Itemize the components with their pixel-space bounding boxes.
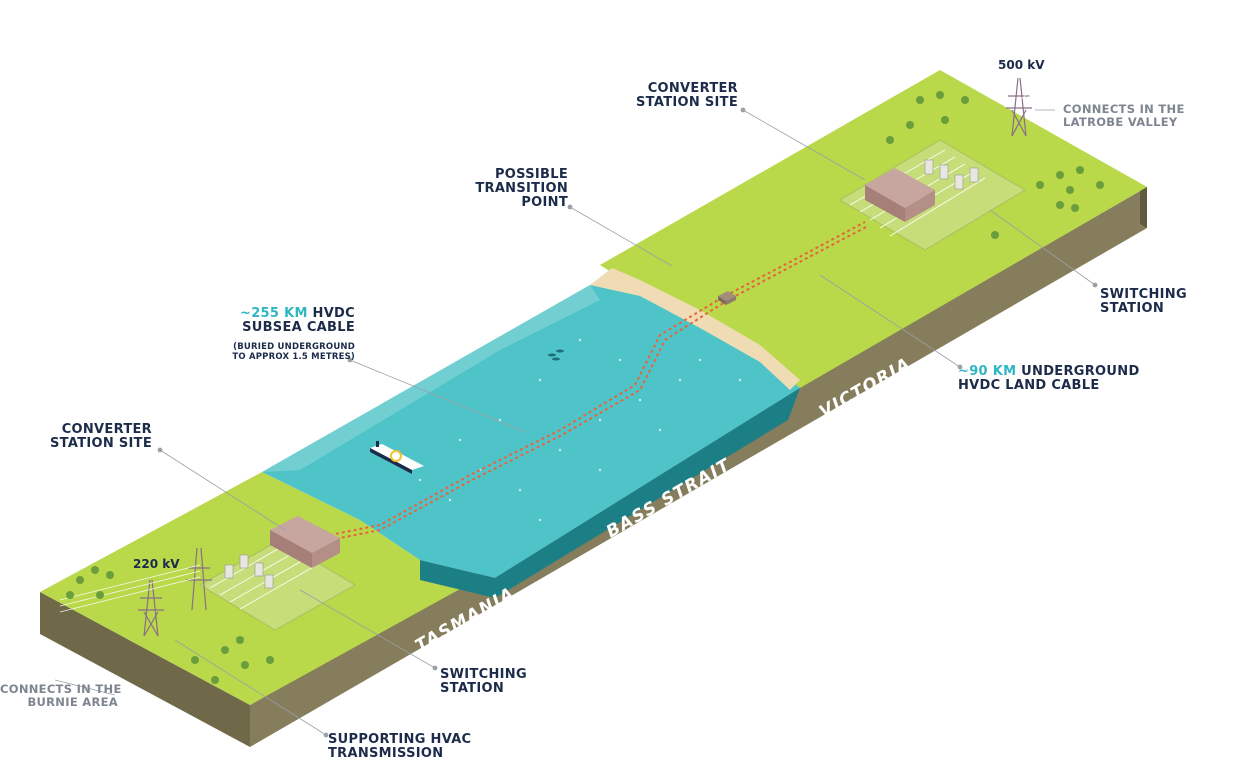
transition-point-pit bbox=[718, 291, 736, 305]
victoria-land bbox=[600, 70, 1147, 388]
label-subsea-cable: ~255 KM HVDC SUBSEA CABLE bbox=[240, 306, 355, 335]
cable-ship-icon bbox=[370, 441, 424, 474]
leader-lines bbox=[54, 107, 1098, 738]
slab-front-face bbox=[40, 592, 250, 747]
label-switching-station-victoria: SWITCHING STATION bbox=[1100, 287, 1187, 316]
label-500kv: 500 kV bbox=[998, 58, 1045, 72]
hvdc-cable bbox=[329, 221, 869, 541]
sea-shallow-band bbox=[262, 285, 600, 472]
sea-front-face bbox=[420, 388, 800, 598]
fish-icon bbox=[548, 349, 564, 361]
tower-220kv-icon bbox=[138, 547, 212, 637]
label-switching-station-tasmania: SWITCHING STATION bbox=[440, 667, 527, 696]
label-220kv: 220 kV bbox=[133, 557, 180, 571]
victoria-beach bbox=[590, 268, 800, 390]
label-converter-station-site-victoria: CONVERTER STATION SITE bbox=[636, 81, 738, 110]
label-land-cable: ~90 KM UNDERGROUND HVDC LAND CABLE bbox=[958, 364, 1140, 393]
label-connects-burnie: CONNECTS IN THE BURNIE AREA bbox=[0, 682, 122, 709]
hvac-lines bbox=[59, 39, 1101, 613]
label-connects-latrobe: CONNECTS IN THE LATROBE VALLEY bbox=[1063, 102, 1185, 129]
label-supporting-hvac: SUPPORTING HVAC TRANSMISSION bbox=[328, 732, 472, 761]
slab-end-face bbox=[1140, 184, 1147, 228]
tower-500kv-icon bbox=[1006, 77, 1032, 137]
label-converter-station-site-tasmania: CONVERTER STATION SITE bbox=[50, 422, 152, 451]
bass-strait-sea bbox=[262, 285, 800, 578]
label-subsea-note: (BURIED UNDERGROUND TO APPROX 1.5 METRES… bbox=[232, 342, 355, 362]
trees bbox=[66, 91, 1104, 684]
victoria-converter-station bbox=[839, 139, 1026, 251]
label-possible-transition-point: POSSIBLE TRANSITION POINT bbox=[475, 167, 568, 210]
tasmania-converter-station bbox=[199, 516, 356, 631]
